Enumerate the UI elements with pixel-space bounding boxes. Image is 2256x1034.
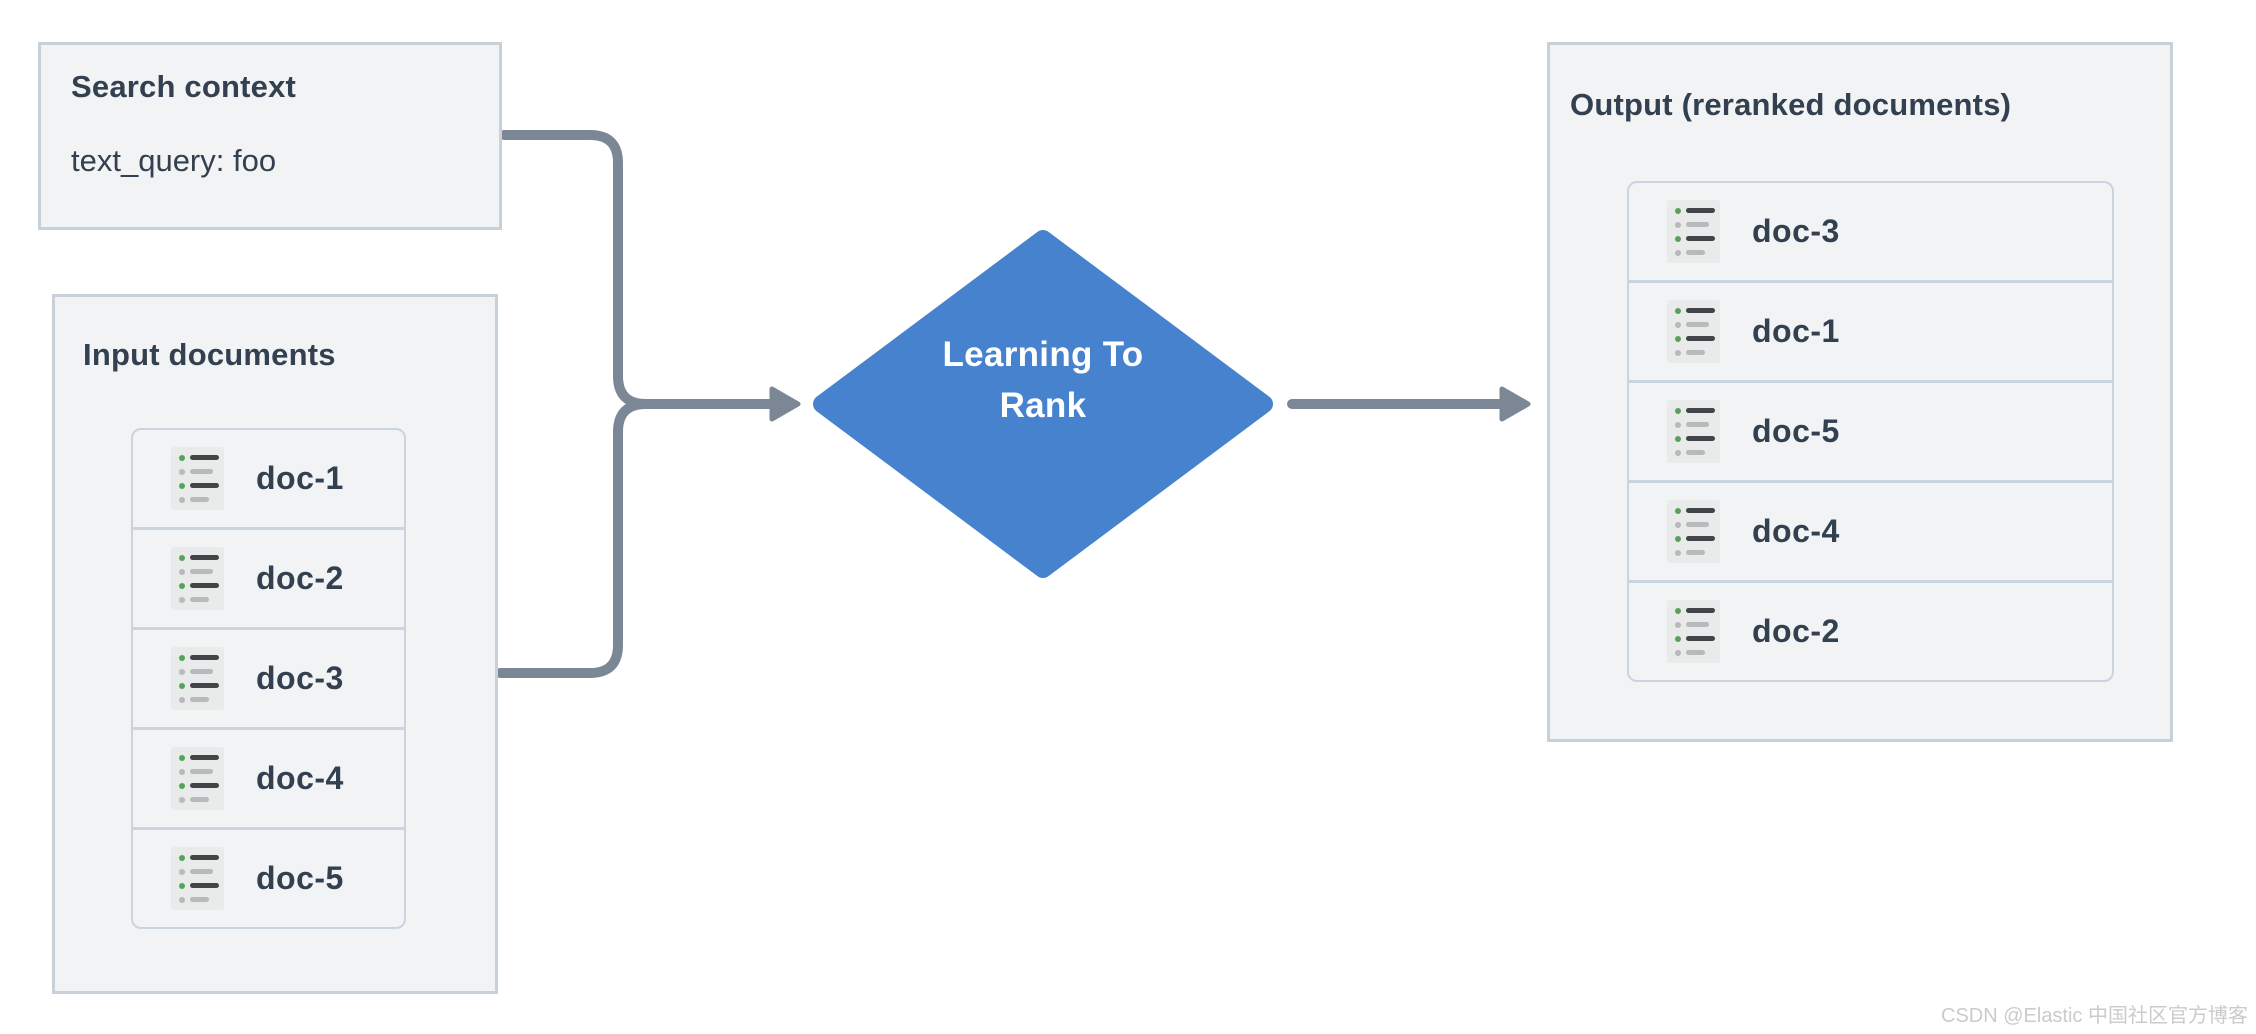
doc-label: doc-2 — [1752, 613, 1840, 649]
output-doc-list: doc-3 doc-1 doc-5 — [1627, 181, 2114, 682]
document-list-icon — [171, 447, 224, 510]
doc-row: doc-2 — [133, 527, 404, 627]
doc-row: doc-5 — [1629, 380, 2112, 480]
document-list-icon — [1667, 500, 1720, 563]
doc-row: doc-3 — [1629, 183, 2112, 280]
doc-label: doc-1 — [256, 460, 344, 496]
document-list-icon — [1667, 400, 1720, 463]
doc-label: doc-5 — [256, 860, 344, 896]
doc-row: doc-1 — [1629, 280, 2112, 380]
doc-label: doc-2 — [256, 560, 344, 596]
doc-row: doc-1 — [133, 430, 404, 527]
connector-inputs-to-ltr — [495, 399, 781, 678]
doc-label: doc-5 — [1752, 413, 1840, 449]
document-list-icon — [171, 547, 224, 610]
input-documents-title: Input documents — [83, 337, 336, 372]
doc-row: doc-5 — [133, 827, 404, 927]
search-context-title: Search context — [71, 69, 297, 104]
doc-row: doc-4 — [1629, 480, 2112, 580]
doc-row: doc-3 — [133, 627, 404, 727]
ltr-label-line1: Learning To — [942, 335, 1144, 374]
doc-row: doc-2 — [1629, 580, 2112, 680]
doc-label: doc-4 — [256, 760, 344, 796]
document-list-icon — [171, 747, 224, 810]
document-list-icon — [1667, 200, 1720, 263]
input-documents-panel: Input documents doc-1 d — [52, 294, 498, 994]
doc-label: doc-4 — [1752, 513, 1840, 549]
arrowhead-into-ltr — [769, 386, 801, 422]
document-list-icon — [1667, 300, 1720, 363]
output-documents-panel: Output (reranked documents) doc-3 — [1547, 42, 2173, 742]
doc-label: doc-1 — [1752, 313, 1840, 349]
ltr-node-label: Learning To Rank — [873, 330, 1213, 432]
document-list-icon — [1667, 600, 1720, 663]
doc-label: doc-3 — [1752, 213, 1840, 249]
search-query-text: text_query: foo — [71, 143, 277, 178]
input-doc-list: doc-1 doc-2 doc-3 — [131, 428, 406, 929]
arrowhead-into-output — [1499, 386, 1531, 422]
doc-label: doc-3 — [256, 660, 344, 696]
document-list-icon — [171, 647, 224, 710]
output-documents-title: Output (reranked documents) — [1570, 87, 2012, 122]
search-context-panel: Search context text_query: foo — [38, 42, 502, 230]
connector-search-to-ltr — [499, 130, 781, 409]
ltr-label-line2: Rank — [999, 385, 1087, 425]
watermark-text: CSDN @Elastic 中国社区官方博客 — [1941, 1005, 2248, 1027]
document-list-icon — [171, 847, 224, 910]
doc-row: doc-4 — [133, 727, 404, 827]
